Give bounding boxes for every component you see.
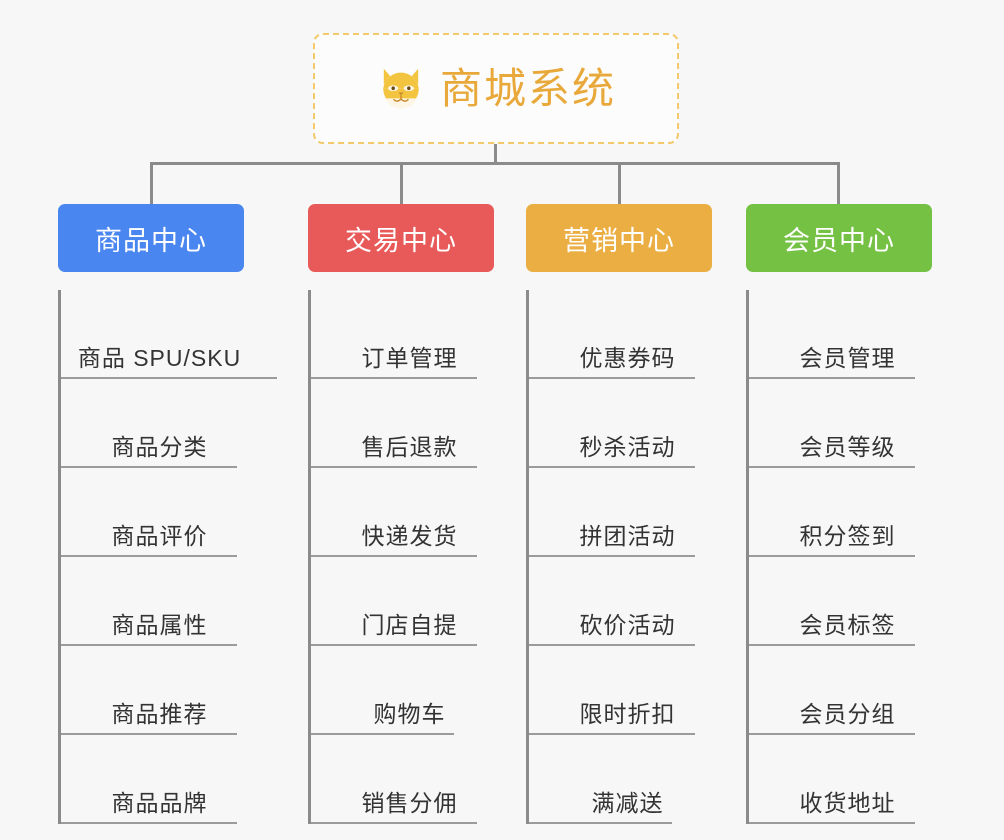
root-node[interactable]: 商城系统 [313,33,679,144]
leaf-item[interactable]: 商品品牌 [61,735,244,824]
leaf-item[interactable]: 商品推荐 [61,646,244,735]
leaf-label: 门店自提 [361,612,458,638]
leaf-item[interactable]: 商品评价 [61,468,244,557]
category-label: 会员中心 [783,225,895,256]
leaf-label: 积分签到 [799,523,896,549]
leaf-item[interactable]: 秒杀活动 [529,379,712,468]
leaf-label: 商品分类 [111,434,208,460]
branch-column-marketing-center: 营销中心 优惠券码 秒杀活动 拼团活动 砍价活动 限时折扣 满减送 [526,204,712,824]
leaf-item[interactable]: 购物车 [311,646,494,735]
leaf-label: 会员等级 [799,434,896,460]
category-header-product-center[interactable]: 商品中心 [58,204,244,272]
leaf-label: 购物车 [373,701,446,727]
leaf-item[interactable]: 销售分佣 [311,735,494,824]
leaf-item[interactable]: 订单管理 [311,290,494,379]
leaf-item[interactable]: 商品分类 [61,379,244,468]
leaf-item[interactable]: 满减送 [529,735,712,824]
connector-drop-4 [837,162,840,204]
leaf-label: 商品属性 [111,612,208,638]
leaf-label: 砍价活动 [579,612,676,638]
category-label: 商品中心 [95,225,207,256]
category-header-trade-center[interactable]: 交易中心 [308,204,494,272]
leaf-label: 订单管理 [361,345,458,371]
leaf-item[interactable]: 商品属性 [61,557,244,646]
leaf-item[interactable]: 会员等级 [749,379,932,468]
leaf-item[interactable]: 会员分组 [749,646,932,735]
leaf-label: 销售分佣 [361,790,458,816]
branch-column-trade-center: 交易中心 订单管理 售后退款 快递发货 门店自提 购物车 销售分佣 [308,204,494,824]
category-header-marketing-center[interactable]: 营销中心 [526,204,712,272]
leaf-label: 会员分组 [799,701,896,727]
leaf-item[interactable]: 限时折扣 [529,646,712,735]
shiba-dog-icon [383,68,419,109]
leaf-item[interactable]: 门店自提 [311,557,494,646]
leaf-list: 商品 SPU/SKU 商品分类 商品评价 商品属性 商品推荐 商品品牌 [58,290,277,824]
leaf-item[interactable]: 收货地址 [749,735,932,824]
leaf-item[interactable]: 商品 SPU/SKU [61,290,277,379]
leaf-item[interactable]: 会员管理 [749,290,932,379]
connector-horizontal-bus [150,162,840,165]
leaf-item[interactable]: 快递发货 [311,468,494,557]
category-label: 营销中心 [563,225,675,256]
category-header-member-center[interactable]: 会员中心 [746,204,932,272]
leaf-label: 满减送 [591,790,664,816]
leaf-item[interactable]: 售后退款 [311,379,494,468]
leaf-label: 拼团活动 [579,523,676,549]
branch-column-product-center: 商品中心 商品 SPU/SKU 商品分类 商品评价 商品属性 商品推荐 商品品牌 [58,204,277,824]
leaf-label: 售后退款 [361,434,458,460]
leaf-list: 订单管理 售后退款 快递发货 门店自提 购物车 销售分佣 [308,290,494,824]
connector-root-stem [494,144,497,164]
leaf-label: 会员管理 [799,345,896,371]
leaf-label: 优惠券码 [579,345,676,371]
category-label: 交易中心 [345,225,457,256]
leaf-label: 商品推荐 [111,701,208,727]
leaf-label: 收货地址 [799,790,896,816]
leaf-item[interactable]: 优惠券码 [529,290,712,379]
connector-drop-3 [618,162,621,204]
leaf-item[interactable]: 砍价活动 [529,557,712,646]
connector-drop-2 [400,162,403,204]
leaf-label: 会员标签 [799,612,896,638]
branch-column-member-center: 会员中心 会员管理 会员等级 积分签到 会员标签 会员分组 收货地址 [746,204,932,824]
leaf-label: 商品 SPU/SKU [77,345,242,371]
root-title: 商城系统 [439,64,616,112]
leaf-label: 商品评价 [111,523,208,549]
leaf-item[interactable]: 会员标签 [749,557,932,646]
leaf-label: 商品品牌 [111,790,208,816]
connector-drop-1 [150,162,153,204]
leaf-label: 限时折扣 [579,701,676,727]
leaf-label: 快递发货 [361,523,458,549]
leaf-list: 优惠券码 秒杀活动 拼团活动 砍价活动 限时折扣 满减送 [526,290,712,824]
leaf-list: 会员管理 会员等级 积分签到 会员标签 会员分组 收货地址 [746,290,932,824]
leaf-item[interactable]: 拼团活动 [529,468,712,557]
leaf-label: 秒杀活动 [579,434,676,460]
leaf-item[interactable]: 积分签到 [749,468,932,557]
